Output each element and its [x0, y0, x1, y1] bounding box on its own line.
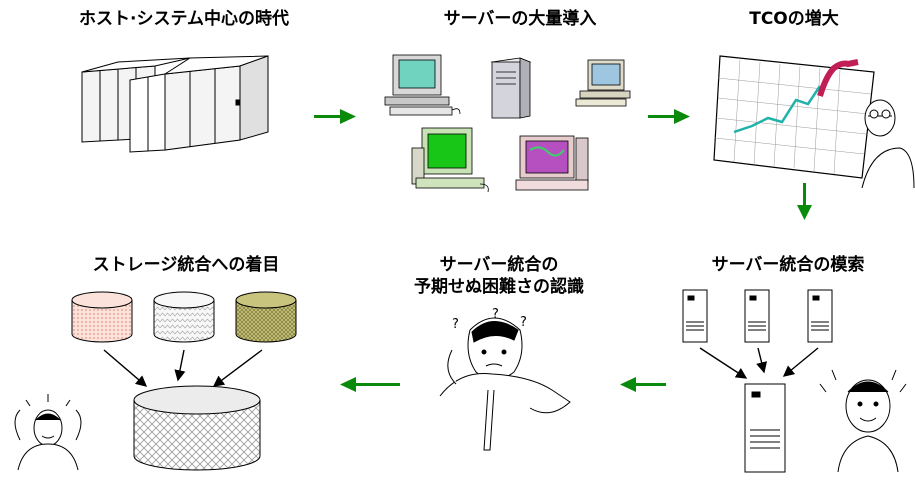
person-icon: ? ? ?	[439, 307, 571, 451]
svg-text:?: ?	[520, 315, 527, 330]
person-icon	[861, 99, 915, 189]
computer-icon	[411, 127, 489, 193]
disk-icon	[71, 291, 133, 343]
disk-icon	[133, 385, 261, 471]
server-tower-icon	[682, 289, 708, 343]
stage-label-tco: TCOの増大	[749, 9, 839, 29]
server-tower-icon	[490, 57, 532, 119]
arrow-icon	[340, 377, 400, 392]
arrow-icon	[620, 377, 666, 392]
stage-label-difficulty-line2: 予期せぬ困難さの認識	[414, 277, 584, 297]
svg-text:?: ?	[492, 307, 499, 322]
disk-icon	[153, 291, 215, 343]
chart-board-icon	[713, 55, 875, 179]
stage-label-server-mass: サーバーの大量導入	[443, 9, 597, 29]
disk-icon	[235, 291, 297, 343]
server-tower-icon	[744, 289, 770, 343]
arrow-icon	[314, 109, 356, 124]
stage-label-search: サーバー統合の模索	[711, 255, 865, 275]
stage-label-host-era: ホスト·システム中心の時代	[79, 9, 289, 29]
mainframe-icon	[81, 55, 269, 153]
server-tower-icon	[744, 383, 786, 473]
stage-label-storage-focus: ストレージ統合への着目	[92, 255, 280, 275]
person-icon	[819, 369, 907, 473]
computer-icon	[575, 59, 631, 107]
svg-text:?: ?	[452, 317, 459, 332]
arrow-icon	[648, 109, 690, 124]
stage-label-difficulty: サーバー統合の 予期せぬ困難さの認識	[384, 254, 614, 298]
arrow-icon	[797, 183, 812, 220]
stage-label-difficulty-line1: サーバー統合の	[439, 255, 559, 275]
server-tower-icon	[807, 289, 833, 343]
computer-icon	[515, 135, 589, 191]
person-icon	[14, 394, 82, 471]
computer-icon	[384, 54, 461, 116]
